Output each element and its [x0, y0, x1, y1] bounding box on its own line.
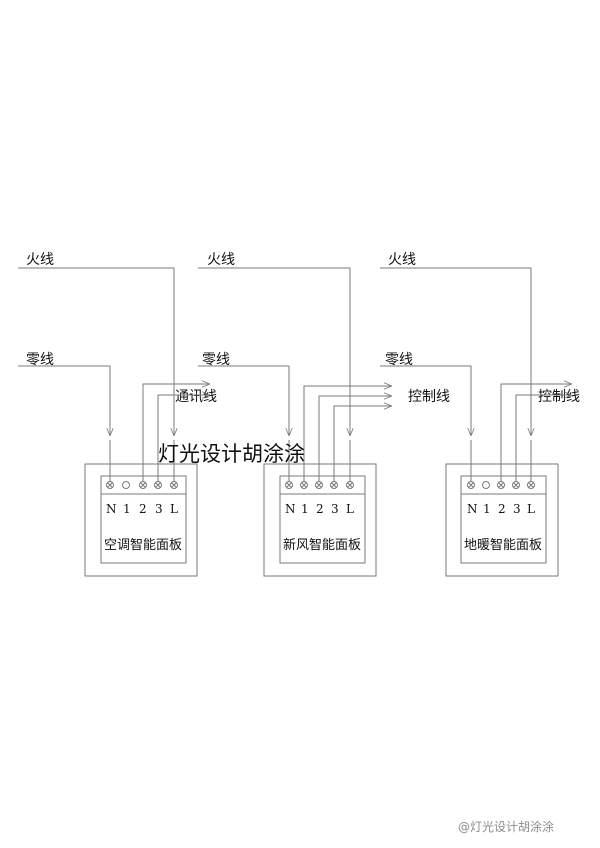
terminal-n-cross: [107, 482, 113, 488]
live-wire: [18, 267, 174, 436]
terminal-label-l: L: [346, 502, 354, 516]
live-wire-label: 火线: [26, 252, 54, 268]
live-wire-label: 火线: [207, 252, 235, 268]
terminal-n-cross: [286, 482, 292, 488]
terminal-l-cross: [347, 482, 353, 488]
neutral-wire-label: 零线: [202, 352, 230, 368]
terminal-1-cross: [301, 482, 307, 488]
signal-wire-label: 通讯线: [175, 389, 217, 405]
neutral-wire: [18, 365, 110, 436]
live-wire: [380, 267, 531, 436]
signal-wire-1: [303, 386, 392, 482]
terminal-label-3: 3: [331, 502, 339, 516]
terminal-2-cross: [498, 482, 504, 488]
terminal-label-2: 2: [498, 502, 506, 516]
signal-wire-3: [333, 406, 392, 482]
terminal-3-cross: [331, 482, 337, 488]
terminal-3-cross: [155, 482, 161, 488]
signal-wire-2: [318, 396, 392, 482]
neutral-wire: [380, 365, 471, 436]
signal-wire-label: 控制线: [538, 389, 580, 405]
terminal-label-n: N: [106, 502, 117, 516]
terminal-label-2: 2: [316, 502, 324, 516]
terminal-label-n: N: [467, 502, 478, 516]
panel-outer: [84, 463, 198, 577]
terminal-l-cross: [528, 482, 534, 488]
terminal-label-1: 1: [123, 502, 131, 516]
terminal-row: [106, 481, 178, 489]
center-watermark: 灯光设计胡涂涂: [158, 442, 305, 466]
terminal-row: [467, 481, 535, 489]
panel-inner: [100, 475, 187, 564]
signal-wire-1: [142, 384, 210, 482]
panel-outer: [445, 463, 559, 577]
terminal-label-3: 3: [513, 502, 521, 516]
live-wire: [198, 267, 350, 436]
terminal-3-cross: [513, 482, 519, 488]
terminal-label-1: 1: [483, 502, 491, 516]
terminal-label-1: 1: [301, 502, 309, 516]
panel-name: 新风智能面板: [283, 537, 361, 553]
panel-outer: [263, 463, 377, 577]
neutral-wire-label: 零线: [26, 352, 54, 368]
signal-wire-1: [500, 384, 572, 482]
panel-inner: [460, 475, 547, 564]
terminal-label-3: 3: [155, 502, 163, 516]
terminal-row: [285, 481, 354, 489]
group-floor-heating: 火线 零线 控制线 N 1 2 3 L 地暖智能面板: [380, 252, 580, 577]
terminal-l-cross: [171, 482, 177, 488]
group-fresh-air: 火线 零线 控制线 N 1 2 3 L 新风智能面板: [198, 252, 450, 577]
neutral-wire-label: 零线: [385, 352, 413, 368]
panel-name: 地暖智能面板: [464, 538, 542, 553]
terminal-2-cross: [140, 482, 146, 488]
terminal-label-l: L: [527, 502, 535, 516]
live-wire-label: 火线: [388, 252, 416, 268]
footer-watermark: @灯光设计胡涂涂: [458, 819, 554, 834]
signal-wire-2: [157, 395, 210, 482]
terminal-1: [122, 481, 130, 489]
terminal-n-cross: [468, 482, 474, 488]
terminal-label-n: N: [285, 502, 296, 516]
group-air-conditioner: 火线 零线 通讯线 N 1 2 3 L 空调智能面: [18, 252, 217, 577]
terminal-label-l: L: [170, 502, 178, 516]
panel-inner: [279, 475, 366, 564]
signal-wire-label: 控制线: [408, 389, 450, 405]
panel-name: 空调智能面板: [104, 538, 182, 553]
terminal-1: [482, 481, 490, 489]
signal-wire-2: [515, 395, 572, 482]
terminal-2-cross: [316, 482, 322, 488]
terminal-label-2: 2: [139, 502, 147, 516]
neutral-wire: [198, 365, 289, 436]
